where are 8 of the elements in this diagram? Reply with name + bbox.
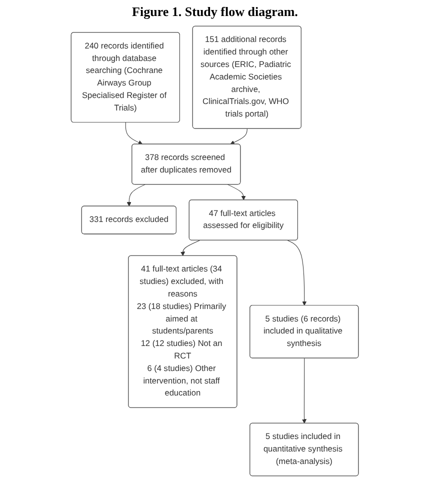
arrow (287, 240, 307, 306)
arrow (126, 122, 143, 145)
arrow (127, 184, 146, 206)
arrow (228, 184, 246, 200)
arrow (302, 358, 307, 424)
arrow (180, 240, 200, 256)
arrow (230, 128, 248, 145)
figure-title: Figure 1. Study flow diagram. (131, 4, 299, 20)
